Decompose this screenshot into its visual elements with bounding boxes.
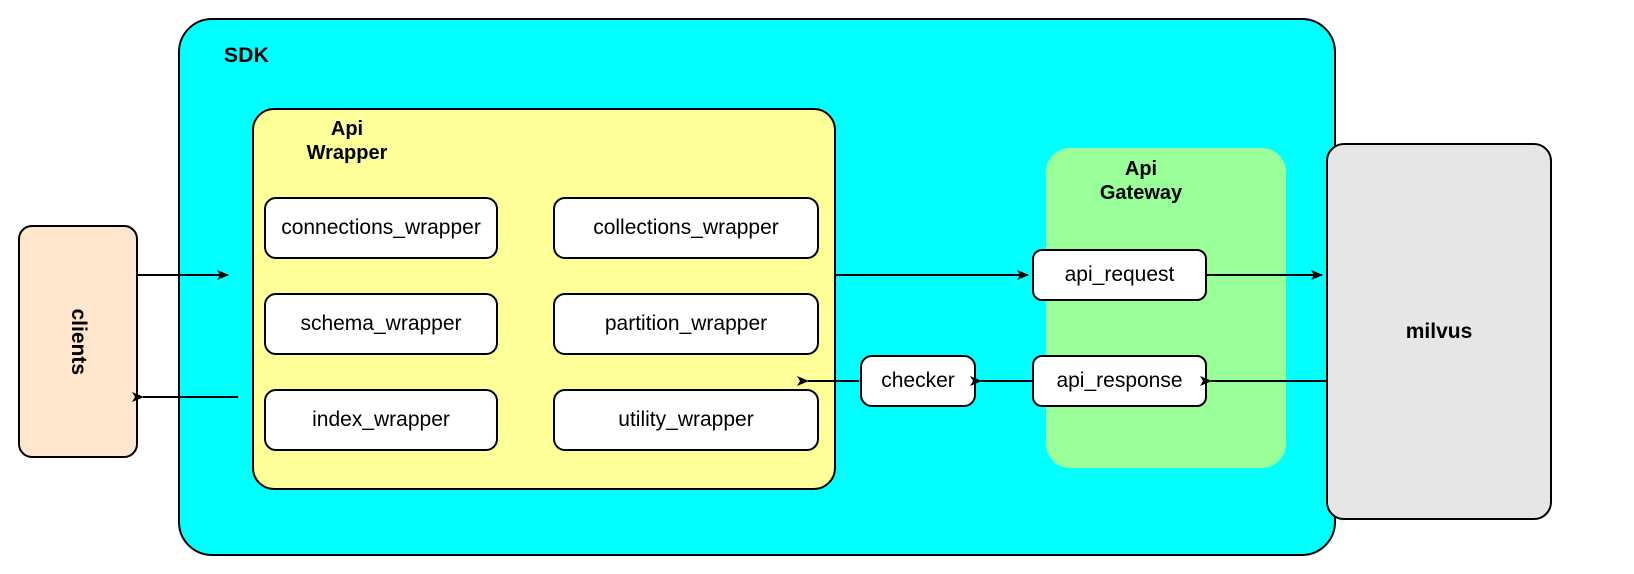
module-collections-wrapper[interactable]: collections_wrapper xyxy=(553,197,819,259)
clients-node[interactable]: clients xyxy=(18,225,138,458)
sdk-label: SDK xyxy=(224,44,269,67)
module-connections-wrapper[interactable]: connections_wrapper xyxy=(264,197,498,259)
module-label: connections_wrapper xyxy=(281,216,481,240)
clients-label: clients xyxy=(66,308,90,375)
checker-node[interactable]: checker xyxy=(860,355,976,407)
module-utility-wrapper[interactable]: utility_wrapper xyxy=(553,389,819,451)
api-wrapper-label: Api Wrapper xyxy=(262,118,432,165)
checker-label: checker xyxy=(881,369,955,393)
api-gateway-label-line1: Api xyxy=(1124,158,1158,180)
module-index-wrapper[interactable]: index_wrapper xyxy=(264,389,498,451)
api-gateway-label: Api Gateway xyxy=(1046,158,1236,205)
api-wrapper-label-line1: Api xyxy=(330,118,364,140)
api-gateway-container[interactable]: Api Gateway xyxy=(1046,148,1286,468)
module-label: partition_wrapper xyxy=(604,312,768,336)
module-label: schema_wrapper xyxy=(300,312,462,336)
module-partition-wrapper[interactable]: partition_wrapper xyxy=(553,293,819,355)
module-api-response[interactable]: api_response xyxy=(1032,355,1207,407)
milvus-label: milvus xyxy=(1405,319,1473,343)
api-wrapper-label-line2: Wrapper xyxy=(306,141,388,164)
milvus-node[interactable]: milvus xyxy=(1326,143,1552,520)
module-label: api_response xyxy=(1056,369,1183,393)
module-api-request[interactable]: api_request xyxy=(1032,249,1207,301)
module-label: collections_wrapper xyxy=(593,216,779,240)
module-schema-wrapper[interactable]: schema_wrapper xyxy=(264,293,498,355)
module-label: utility_wrapper xyxy=(618,408,754,432)
module-label: index_wrapper xyxy=(312,408,450,432)
module-label: api_request xyxy=(1064,263,1175,287)
api-gateway-label-line2: Gateway xyxy=(1099,181,1183,204)
